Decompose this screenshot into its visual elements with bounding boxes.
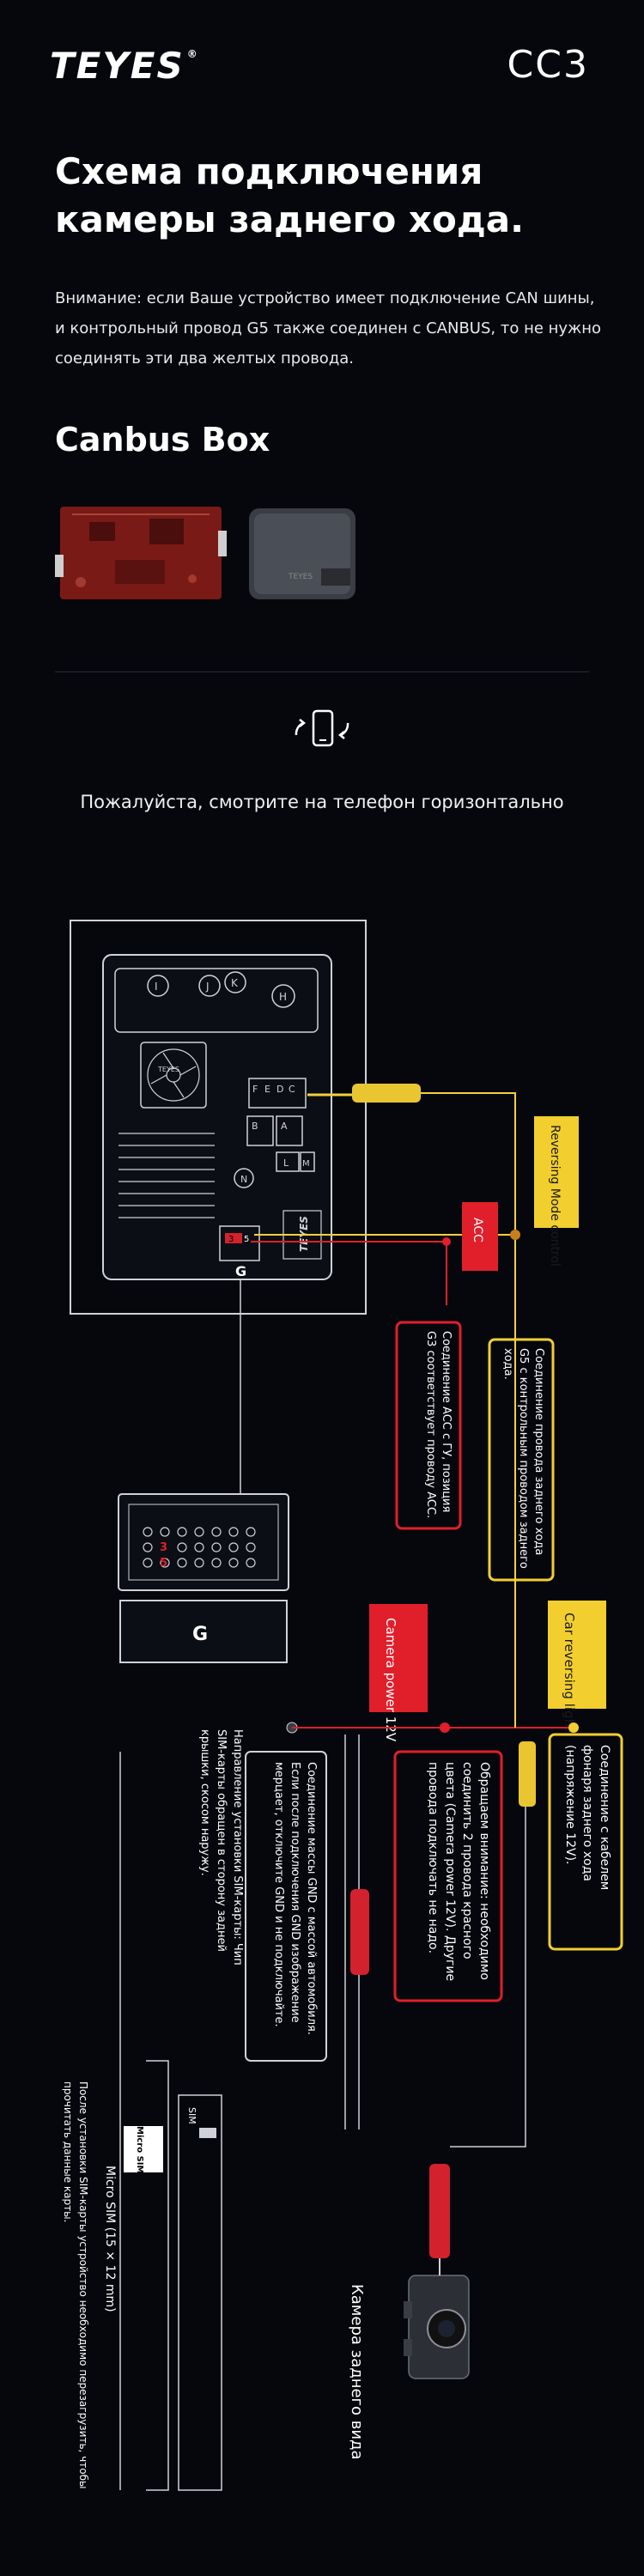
port-c-label: C (289, 1084, 295, 1095)
port-i-label: I (155, 981, 158, 993)
sim-tray (178, 2094, 222, 2491)
sim-restart-note: После установки SIM-карты устройство нео… (62, 2081, 89, 2489)
micro-sim-size: Micro SIM (15 × 12 mm) (103, 2166, 117, 2312)
model-name: CC3 (507, 43, 589, 87)
sim-slot-label: SIM (186, 2107, 197, 2124)
camera-power-tag-text: Camera power 12V (383, 1618, 398, 1742)
port-h (271, 984, 295, 1008)
port-m-label: M (302, 1159, 310, 1169)
gnd-note: Соединение массы GND с массой автомобиля… (272, 1762, 318, 2035)
brand-name: TEYES (50, 45, 185, 87)
power-note-box (393, 1750, 503, 2002)
vent-grille (118, 1133, 215, 1218)
head-unit-frame (70, 920, 367, 1315)
reversing-wire (421, 1092, 516, 1297)
camera-power-tag (369, 1604, 428, 1712)
sim-direction: Направление установки SIM-карты: Чип SIM… (198, 1729, 244, 1965)
port-k-label: K (231, 977, 239, 989)
fan-brand: TEYES (157, 1066, 179, 1073)
unit-pin-3: 3 (228, 1235, 234, 1244)
port-b-label: B (252, 1121, 258, 1132)
unit-pin-5: 5 (244, 1235, 249, 1244)
rotate-hint: Пожалуйста, смотрите на телефон горизонт… (80, 792, 564, 812)
page-title: Схема подключения камеры заднего хода. (55, 150, 525, 240)
rotate-phone-icon (295, 709, 349, 747)
canbus-heading: Canbus Box (55, 421, 270, 459)
connector-pin-3: 3 (160, 1541, 167, 1554)
port-a-label: A (281, 1121, 288, 1132)
port-j-label: J (205, 981, 210, 993)
gnd-note-box (245, 1751, 327, 2062)
camera-label: Камера заднего вида (348, 2284, 366, 2460)
port-j (198, 975, 221, 997)
unit-g-label: G (235, 1263, 246, 1279)
reversing-tag (534, 1116, 579, 1228)
divider (55, 671, 589, 672)
yellow-plug (352, 1084, 421, 1103)
wiring-diagram: I J K H TEYES F E D C B A L M N TEYES 3 … (62, 920, 623, 2491)
registered-mark: ® (186, 48, 199, 60)
acc-note: Соединение ACC с ГУ, позиция G3 соответс… (424, 1331, 453, 1519)
micro-sim-label: Micro SIM (135, 2126, 144, 2174)
brand-logo: TEYES® (50, 45, 199, 87)
port-e-label: E (264, 1084, 270, 1095)
connector-pin-5: 5 (160, 1557, 167, 1570)
rear-camera-image (404, 2258, 470, 2379)
power-note: Обращаем внимание: необходимо соединить … (426, 1762, 491, 1982)
light-note: Соединение с кабелем фонаря заднего хода… (563, 1745, 611, 1891)
canbus-board-image (55, 507, 227, 599)
reversing-note-box (488, 1338, 555, 1582)
connector-pins (143, 1527, 256, 1568)
acc-note-box (395, 1321, 462, 1530)
fan-icon (140, 1042, 207, 1109)
head-unit-body (102, 954, 332, 1280)
micro-sim-card (124, 2126, 163, 2172)
acc-tag (462, 1202, 498, 1271)
notice-text: Внимание: если Ваше устройство имеет под… (55, 289, 602, 368)
port-d-label: D (276, 1084, 283, 1095)
port-l-label: L (283, 1157, 289, 1169)
port-f-label: F (252, 1084, 258, 1095)
canbus-case-image: TEYES (249, 508, 355, 599)
light-note-box (548, 1733, 623, 1951)
yellow-connector-low (519, 1741, 536, 1807)
port-h-label: H (279, 991, 287, 1003)
connector-g-label: G (192, 1624, 208, 1645)
reversing-note: Соединение провода заднего хода G5 с кон… (501, 1348, 545, 1569)
canbus-box-images: TEYES (55, 507, 355, 599)
g-connector-detail (118, 1493, 289, 1591)
port-i (147, 975, 169, 997)
canbus-case-label: TEYES (288, 573, 313, 581)
g-connector-port (219, 1225, 260, 1261)
acc-tag-text: ACC (471, 1218, 484, 1242)
port-k (224, 971, 246, 993)
car-reversing-tag (548, 1601, 606, 1709)
red-connector-mid (350, 1889, 369, 1975)
reversing-tag-text: Reversing Mode control (548, 1125, 562, 1267)
red-connector-low (429, 2164, 450, 2258)
port-n-label: N (240, 1174, 247, 1185)
